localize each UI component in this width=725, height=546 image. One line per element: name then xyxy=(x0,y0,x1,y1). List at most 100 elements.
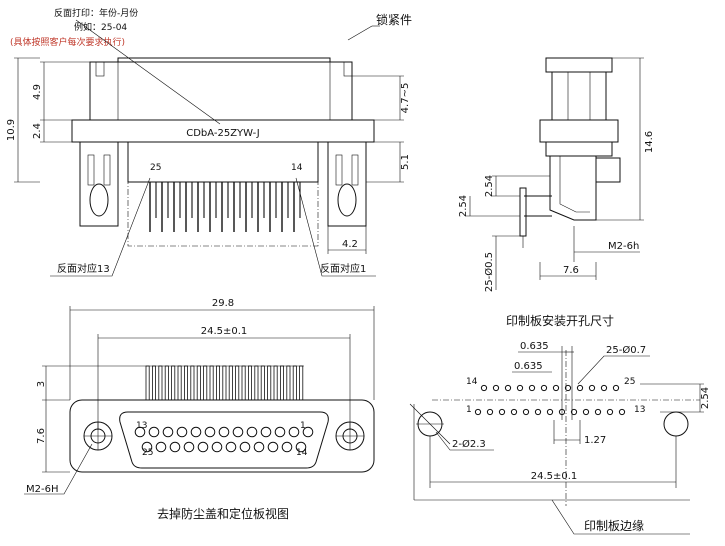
dim-2-54-upper: 2.54 xyxy=(484,175,495,197)
pcb-hole xyxy=(582,408,590,416)
left-post xyxy=(79,141,119,227)
lock-notch-left xyxy=(95,61,105,77)
pcb-hole xyxy=(486,408,494,416)
comb-pin xyxy=(254,365,259,401)
contact-hole xyxy=(246,426,258,438)
pcb-hole xyxy=(618,408,626,416)
pcb-layout: 印制板安装开孔尺寸 14 25 1 13 0.635 0.635 25-Ø0.7… xyxy=(409,313,711,535)
part-number-label: CDbA-25ZYW-J xyxy=(186,128,260,139)
dim-10-9: 10.9 xyxy=(6,119,17,141)
contact-hole xyxy=(260,426,272,438)
hole-spec: 25-Ø0.7 xyxy=(606,344,646,356)
dim-14-6: 14.6 xyxy=(644,131,655,153)
contact-hole xyxy=(162,426,174,438)
dim-7-6: 7.6 xyxy=(563,265,579,276)
mount-hole-spec: 2-Ø2.3 xyxy=(452,438,486,450)
side-flange xyxy=(539,119,619,143)
pcb-hole xyxy=(546,408,554,416)
pcb-title: 印制板安装开孔尺寸 xyxy=(506,313,614,328)
pcb-hole xyxy=(612,384,620,392)
dim-4-9: 4.9 xyxy=(32,84,43,100)
contact-hole xyxy=(169,441,181,453)
comb-pin xyxy=(171,365,176,401)
thread-m2-6h: M2-6H xyxy=(26,484,58,495)
pcb-hole xyxy=(564,384,572,392)
front-view: 反面打印：年份-月份 例如：25-04 (具体按照客户每次要求执行) CDbA-… xyxy=(6,7,412,277)
thread-m2-6h-side: M2-6h xyxy=(608,241,639,252)
side-view: 14.6 2.54 2.54 25-Ø0.5 M2-6h 7.6 xyxy=(458,57,655,292)
right-post xyxy=(327,141,367,227)
side-pins xyxy=(519,187,527,237)
pcb-hole xyxy=(528,384,536,392)
pcb-hole-grid xyxy=(474,384,626,416)
pcb-hole xyxy=(498,408,506,416)
pcb-hole xyxy=(552,384,560,392)
dim-29-8: 29.8 xyxy=(212,298,234,309)
pcb-label-14: 14 xyxy=(466,377,478,387)
dim-4-2: 4.2 xyxy=(342,239,358,250)
dim-3: 3 xyxy=(36,381,47,387)
pcb-hole xyxy=(606,408,614,416)
comb-pin xyxy=(183,365,188,401)
pcb-hole xyxy=(492,384,500,392)
comb-pin xyxy=(292,365,297,401)
dim-24-5: 24.5±0.1 xyxy=(201,326,248,337)
comb-pin xyxy=(235,365,240,401)
shell-top xyxy=(117,57,331,62)
pin-comb-top xyxy=(145,365,304,401)
pcb-edge-label: 印制板边缘 xyxy=(584,519,644,533)
contact-hole xyxy=(176,426,188,438)
dim-0-635-top: 0.635 xyxy=(520,341,549,352)
d-shell xyxy=(119,411,329,469)
contact-hole xyxy=(302,426,314,438)
contact-hole xyxy=(281,441,293,453)
comb-pin xyxy=(286,365,291,401)
pcb-mount-hole-right xyxy=(663,411,689,437)
reverse-13-label: 反面对应13 xyxy=(57,262,110,275)
comb-pin xyxy=(247,365,252,401)
contact-hole xyxy=(288,426,300,438)
contact-hole xyxy=(190,426,202,438)
pcb-hole xyxy=(474,408,482,416)
upper-shell xyxy=(89,61,353,121)
comb-pin xyxy=(196,365,201,401)
comb-pin xyxy=(273,365,278,401)
comb-pin xyxy=(299,365,304,401)
pin-label-25: 25 xyxy=(142,448,153,458)
contact-hole xyxy=(204,426,216,438)
contact-hole xyxy=(211,441,223,453)
comb-pin xyxy=(203,365,208,401)
pcb-hole xyxy=(570,408,578,416)
contact-hole xyxy=(232,426,244,438)
pcb-hole xyxy=(480,384,488,392)
pcb-label-1: 1 xyxy=(466,405,472,415)
contact-hole xyxy=(134,426,146,438)
comb-pin xyxy=(241,365,246,401)
contact-hole xyxy=(225,441,237,453)
contact-hole xyxy=(253,441,265,453)
pcb-hole xyxy=(504,384,512,392)
reverse-1-label: 反面对应1 xyxy=(320,262,366,275)
comb-pin xyxy=(222,365,227,401)
pin-number-14: 14 xyxy=(291,163,303,173)
lower-body xyxy=(127,141,319,183)
pcb-hole xyxy=(576,384,584,392)
note-customer-requirement: (具体按照客户每次要求执行) xyxy=(10,36,125,48)
dim-2-4: 2.4 xyxy=(32,123,43,139)
comb-pin xyxy=(164,365,169,401)
contact-hole xyxy=(141,441,153,453)
right-mount-hole xyxy=(337,183,357,217)
contact-hole xyxy=(148,426,160,438)
comb-pin xyxy=(228,365,233,401)
pin-label-13: 13 xyxy=(136,421,147,431)
dim-0-635-mid: 0.635 xyxy=(514,361,543,372)
contact-hole xyxy=(197,441,209,453)
pin-label-14: 14 xyxy=(296,448,308,458)
pin-grid xyxy=(134,426,314,453)
contact-hole xyxy=(274,426,286,438)
pcb-hole xyxy=(588,384,596,392)
contact-hole xyxy=(218,426,230,438)
pcb-label-13: 13 xyxy=(634,405,645,415)
